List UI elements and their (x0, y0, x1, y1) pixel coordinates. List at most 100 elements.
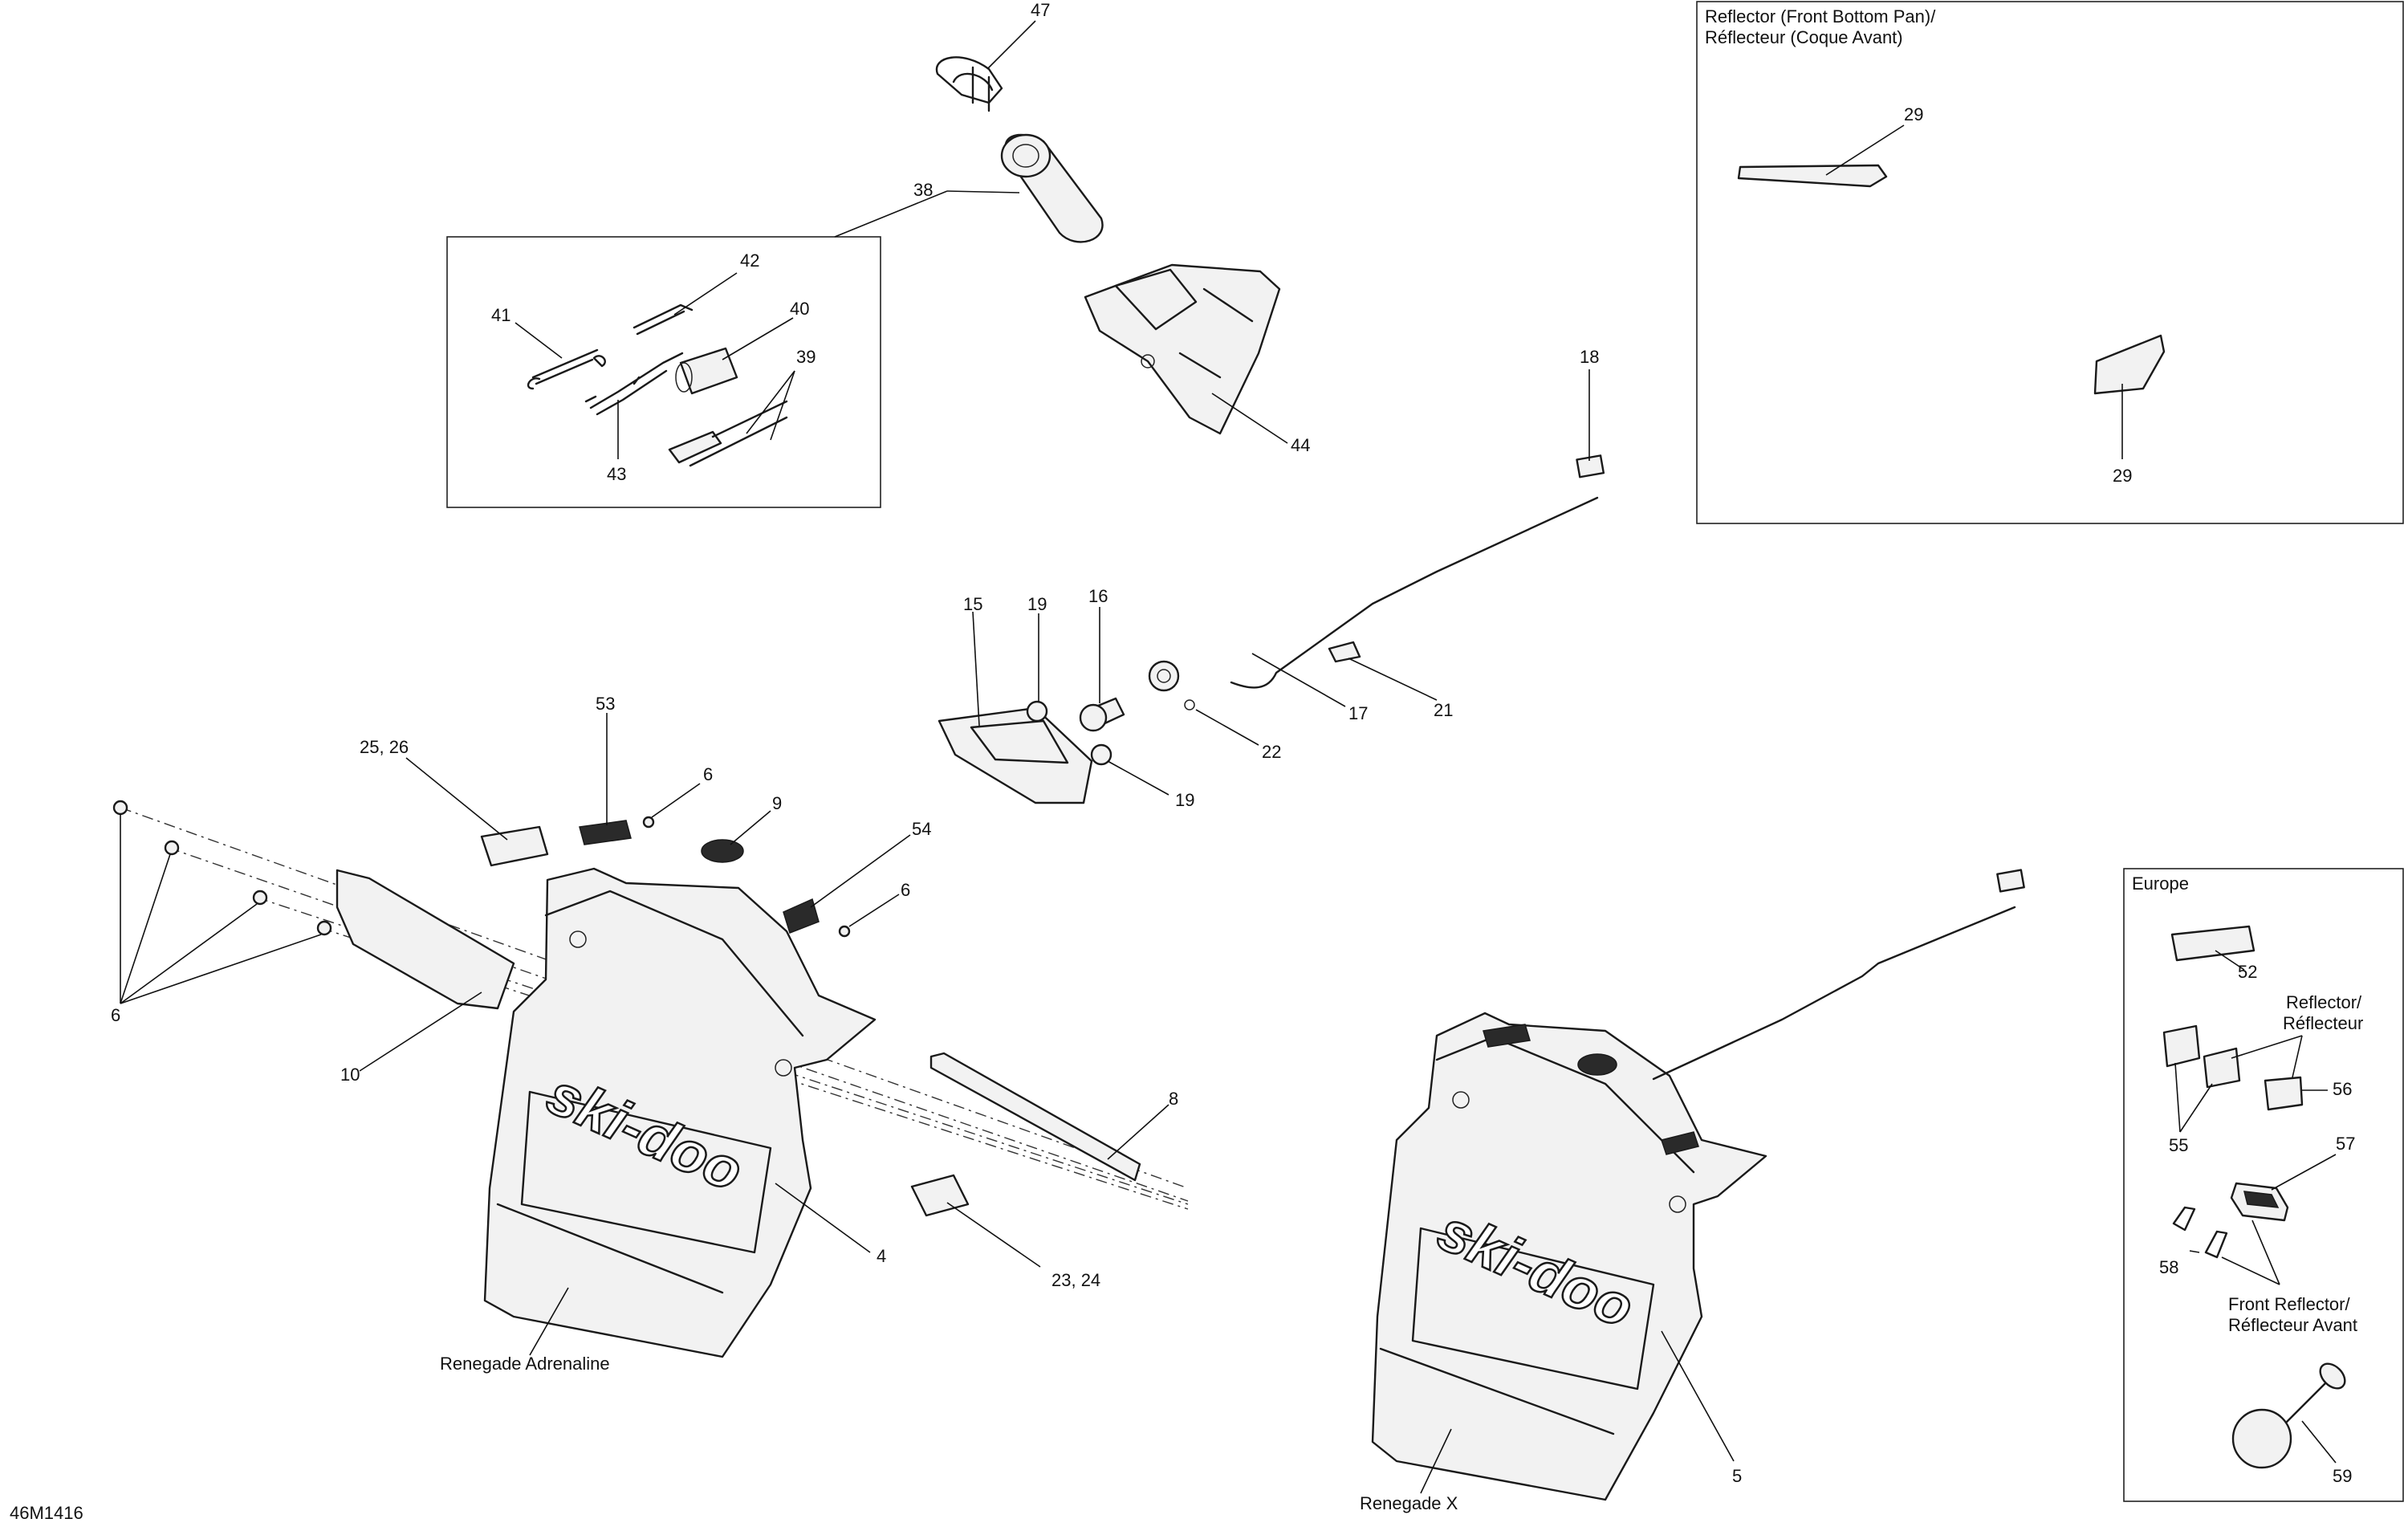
hex-key-part-42 (633, 303, 694, 336)
callout-6b: 6 (901, 880, 910, 900)
callout-40: 40 (790, 299, 809, 319)
leader-5 (1661, 1330, 1735, 1462)
callout-16: 16 (1088, 586, 1108, 606)
callout-29a: 29 (1904, 104, 1923, 124)
callout-38: 38 (913, 180, 933, 200)
grommet-part-19a (1026, 700, 1048, 723)
callout-58: 58 (2159, 1257, 2178, 1277)
screw-part-6b (838, 925, 851, 938)
cylinder-part-38 (1000, 133, 1104, 243)
leader-54 (810, 834, 911, 908)
wiring-harness-part-17 (1230, 454, 1605, 689)
callout-5: 5 (1732, 1466, 1742, 1486)
europe-inset-title: Europe (2132, 873, 2189, 894)
leader-40 (722, 317, 794, 360)
leader-reflector-b (2292, 1035, 2303, 1078)
side-panel-part-10 (336, 869, 515, 1010)
emblem-part-9 (701, 839, 744, 863)
callout-54: 54 (912, 819, 931, 839)
callout-47: 47 (1031, 0, 1050, 20)
callout-44: 44 (1291, 435, 1310, 455)
callout-43: 43 (607, 464, 626, 484)
bulb-part-16 (1079, 697, 1125, 732)
screwdriver-part-39 (668, 400, 788, 467)
callout-55: 55 (2169, 1135, 2188, 1155)
plate-part-52 (2170, 925, 2255, 962)
leader-38b (834, 190, 948, 238)
callout-57: 57 (2336, 1134, 2355, 1154)
wrench-part-41 (527, 348, 606, 390)
tool-kit-inset-box (446, 236, 881, 508)
clip-part-47 (935, 56, 1003, 112)
callout-4: 4 (877, 1246, 886, 1266)
leader-renegade-adrenaline (529, 1287, 569, 1356)
leader-8 (1107, 1104, 1169, 1160)
callout-25-26: 25, 26 (360, 737, 409, 757)
wiring-harness-right (1652, 869, 2025, 1081)
callout-15: 15 (963, 594, 982, 614)
leader-17 (1251, 653, 1346, 707)
grommet-part-19b (1090, 743, 1112, 766)
leader-front-reflector-a (2221, 1256, 2280, 1285)
europe-front-reflector-label-line1: Front Reflector/ (2228, 1294, 2350, 1314)
decal-part-54 (783, 898, 820, 934)
europe-reflector-label-line2: Réflecteur (2283, 1013, 2363, 1033)
reflector-part-55b (2203, 1047, 2241, 1089)
leader-42 (673, 272, 738, 316)
reflector-housing-part-57 (2230, 1182, 2289, 1222)
decal-part-23-24 (910, 1174, 970, 1217)
callout-6c: 6 (111, 1005, 120, 1025)
headlight-housing-part-44 (1084, 263, 1281, 435)
leader-4 (775, 1183, 871, 1253)
europe-inset-box (2123, 868, 2404, 1502)
leader-9 (730, 810, 771, 845)
clip-part-21 (1328, 641, 1361, 663)
callout-56: 56 (2333, 1079, 2352, 1099)
reflector-part-55a (2162, 1024, 2201, 1068)
leader-6c-3 (120, 903, 258, 1004)
leader-10 (359, 991, 482, 1072)
front-bumper-part-4: ski-doo (483, 867, 877, 1358)
leader-57 (2271, 1154, 2337, 1191)
callout-23-24: 23, 24 (1051, 1270, 1100, 1290)
side-reflector-piece (2093, 334, 2166, 395)
callout-18: 18 (1580, 347, 1599, 367)
leader-renegade-x (1420, 1428, 1452, 1494)
callout-9: 9 (772, 793, 782, 813)
variant-label-renegade-x: Renegade X (1360, 1493, 1458, 1513)
leader-58 (2189, 1250, 2200, 1253)
socket-part (1148, 660, 1180, 692)
callout-19b: 19 (1175, 790, 1194, 810)
callout-8: 8 (1169, 1089, 1178, 1109)
callout-29b: 29 (2113, 466, 2132, 486)
leader-44 (1211, 393, 1288, 444)
leader-39a (746, 370, 795, 434)
reflector-inset-title-line2: Réflecteur (Coque Avant) (1705, 27, 1903, 47)
callout-17: 17 (1348, 703, 1368, 723)
callout-21: 21 (1434, 700, 1453, 720)
leader-6c-4 (120, 934, 322, 1004)
leader-6a (651, 783, 701, 818)
leader-6b (848, 894, 900, 927)
spark-plug-socket-part-40 (675, 347, 738, 395)
leader-55b (2179, 1083, 2213, 1133)
leader-15 (972, 611, 980, 727)
callout-52: 52 (2238, 962, 2257, 982)
leader-reflector-a (2231, 1035, 2303, 1059)
fork-tool-part-43 (584, 352, 684, 416)
leader-6c-2 (120, 853, 171, 1004)
callout-42: 42 (740, 250, 759, 271)
europe-front-reflector-label-line2: Réflecteur Avant (2228, 1315, 2357, 1335)
front-reflector-strip (1737, 164, 1888, 188)
leader-29a (1825, 124, 1905, 176)
mirror-part-59 (2231, 1362, 2346, 1469)
callout-19a: 19 (1027, 594, 1047, 614)
reflector-inset-box (1696, 1, 2404, 524)
leader-19b (1107, 760, 1169, 796)
leader-front-reflector-b (2251, 1220, 2280, 1285)
gasket-part-58b (2204, 1230, 2228, 1259)
leader-21 (1348, 658, 1438, 701)
leader-23-24 (946, 1202, 1041, 1268)
callout-59: 59 (2333, 1466, 2352, 1486)
